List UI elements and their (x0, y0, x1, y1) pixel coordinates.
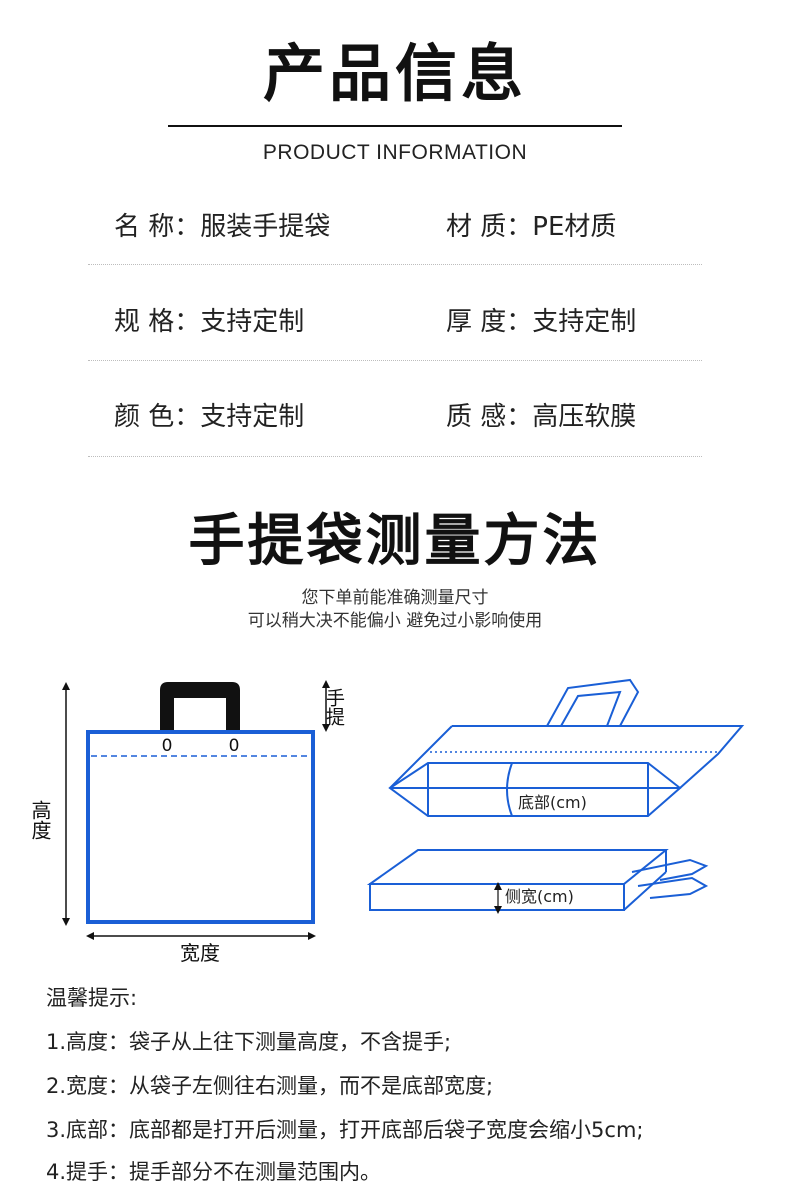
width-label: 宽度 (180, 941, 220, 965)
flat-bag-top (366, 849, 669, 885)
bag-handle (160, 682, 240, 732)
handle-label: 手提 (323, 688, 345, 726)
spec-value: 支持定制 (200, 307, 305, 337)
open-bag-handle (546, 678, 640, 727)
tip-item: 4.提手：提手部分不在测量范围内。 (46, 1160, 382, 1184)
spec-label: 质 感： (446, 402, 533, 432)
tips-title: 温馨提示: (46, 986, 138, 1010)
tip-item: 3.底部：底部都是打开后测量，打开底部后袋子宽度会缩小5cm; (46, 1118, 644, 1142)
spec-value: 支持定制 (532, 307, 637, 337)
hole-left-label: 0 (162, 736, 173, 756)
bag-body-outline (86, 730, 315, 924)
spec-label: 名 称： (114, 212, 201, 242)
flat-bag-handle-bottom (637, 876, 709, 899)
spec-label: 厚 度： (446, 307, 533, 337)
row-divider (88, 264, 702, 265)
flat-bag-front (369, 883, 625, 911)
title-divider (168, 125, 622, 127)
spec-value: 服装手提袋 (200, 212, 331, 242)
side-label: 侧宽(cm) (505, 887, 574, 906)
open-bottom-bag (388, 678, 745, 817)
spec-color: 颜 色：支持定制 (114, 401, 304, 433)
tip-item: 1.高度：袋子从上往下测量高度，不含提手; (46, 1030, 452, 1054)
spec-size: 规 格：支持定制 (114, 306, 304, 338)
spec-label: 规 格： (114, 307, 201, 337)
spec-material: 材 质：PE材质 (446, 211, 616, 243)
measurement-diagram: 0 0 高度 宽度 手提 底部(cm) 侧宽(cm) (28, 678, 745, 965)
flat-bag-handle-top (631, 858, 709, 881)
hole-right-label: 0 (229, 736, 240, 756)
spec-label: 材 质： (446, 212, 533, 242)
spec-thickness: 厚 度：支持定制 (446, 306, 636, 338)
method-note-2: 可以稍大决不能偏小 避免过小影响使用 (247, 611, 543, 631)
bottom-label: 底部(cm) (518, 793, 587, 812)
tip-item: 2.宽度：从袋子左侧往右测量，而不是底部宽度; (46, 1074, 494, 1098)
front-bag: 0 0 (86, 682, 315, 924)
page-subtitle: PRODUCT INFORMATION (262, 141, 528, 164)
height-label: 高度 (28, 800, 52, 840)
page-title: 产品信息 (262, 37, 527, 110)
spec-value: 高压软膜 (532, 402, 637, 432)
open-bag-bottom-curve (506, 762, 513, 817)
method-note-1: 您下单前能准确测量尺寸 (301, 588, 489, 608)
spec-name: 名 称：服装手提袋 (114, 211, 330, 243)
spec-value: PE材质 (532, 212, 617, 242)
spec-texture: 质 感：高压软膜 (446, 401, 636, 433)
spec-value: 支持定制 (200, 402, 305, 432)
spec-label: 颜 色： (114, 402, 201, 432)
open-bag-top-edge (390, 725, 745, 789)
open-bag-handle-inner (560, 690, 622, 727)
row-divider (88, 360, 702, 361)
row-divider (88, 456, 702, 457)
method-title: 手提袋测量方法 (188, 509, 602, 574)
